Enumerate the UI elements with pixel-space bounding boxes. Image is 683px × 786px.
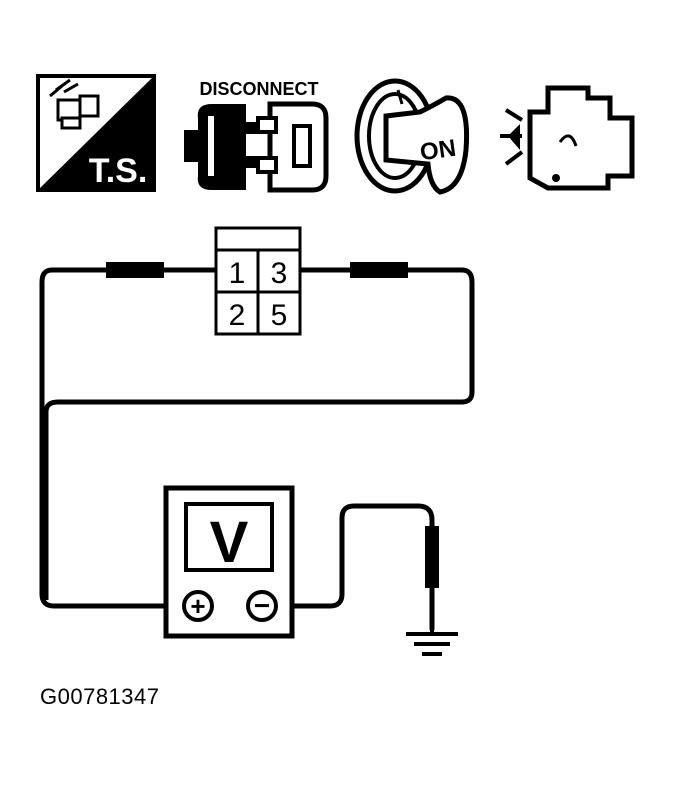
ground-icon (406, 588, 458, 656)
probe-tip (425, 526, 439, 588)
voltmeter-display: V (210, 510, 249, 575)
pin-label: 2 (229, 299, 246, 332)
pin-label: 5 (271, 299, 288, 332)
positive-terminal-label: + (190, 591, 205, 621)
ignition-key-on-icon: ON (354, 78, 470, 195)
probe-tip (350, 262, 408, 278)
positive-terminal-icon (182, 590, 214, 622)
test-lead-wires (39, 267, 475, 630)
troubleshooting-icon: T.S. (36, 74, 156, 192)
disconnect-label: DISCONNECT (199, 79, 318, 99)
engine-running-icon (500, 85, 635, 191)
ts-label: T.S. (89, 152, 148, 190)
negative-terminal-icon (246, 590, 278, 622)
connector-sketch-icon (49, 78, 100, 130)
negative-terminal-label: − (254, 590, 270, 621)
disconnect-icon: DISCONNECT (184, 79, 329, 193)
figure-code: G00781347 (40, 684, 160, 709)
probe-tip (106, 262, 164, 278)
voltmeter: V + − (163, 485, 295, 639)
pin-label: 1 (229, 257, 246, 290)
pin-label: 3 (271, 257, 288, 290)
connector-block: 1 3 2 5 (214, 226, 302, 336)
key-on-label: ON (418, 135, 457, 167)
